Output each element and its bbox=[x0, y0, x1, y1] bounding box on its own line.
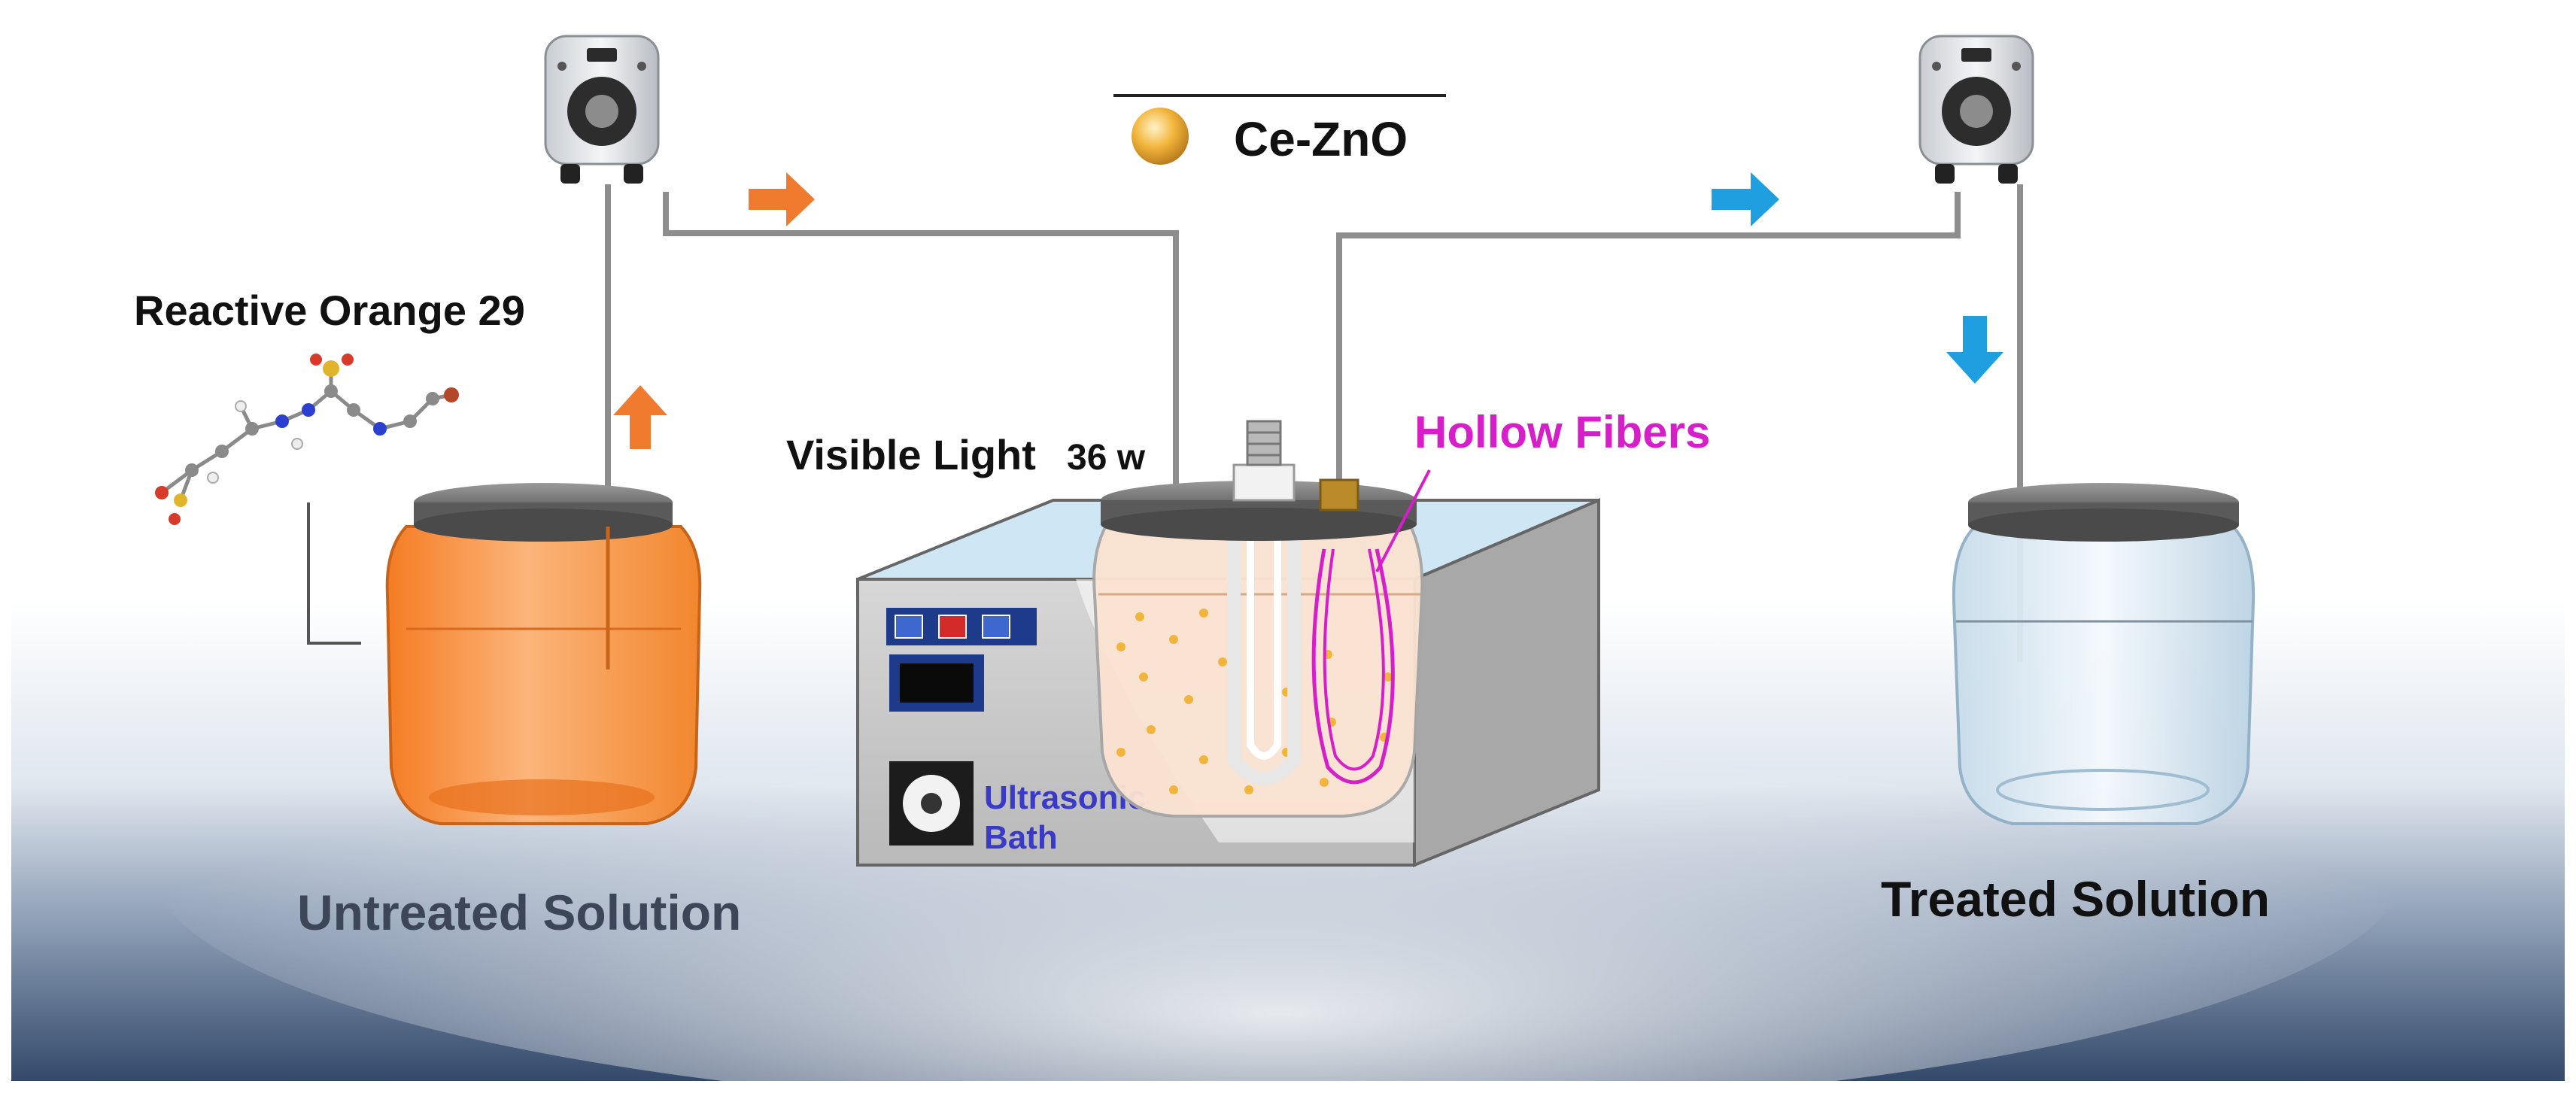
treated-jar bbox=[1952, 483, 2256, 825]
arrow-right-orange-icon bbox=[749, 172, 815, 226]
tube-reactor-to-pump2 bbox=[1336, 192, 1961, 496]
digital-display bbox=[900, 663, 974, 703]
jar-body-clear bbox=[1952, 525, 2256, 825]
uv-lamp-tube bbox=[1227, 527, 1301, 785]
light-label: Visible Light bbox=[786, 431, 1036, 478]
molecule-ball-stick-icon bbox=[155, 354, 459, 525]
arrow-down-blue-icon bbox=[1946, 316, 2003, 384]
panel-button bbox=[895, 615, 923, 639]
flow-arrows bbox=[613, 172, 2003, 449]
pump-right bbox=[1918, 35, 2034, 184]
tube-pump1-to-reactor bbox=[663, 192, 1179, 496]
hollow-fiber-loop bbox=[1311, 548, 1395, 785]
pump-display bbox=[587, 48, 617, 62]
fibers-pointer bbox=[1375, 469, 1431, 572]
power-label: 36 w bbox=[1067, 438, 1146, 478]
legend-label: Ce-ZnO bbox=[1234, 112, 1408, 166]
arrow-up-orange-icon bbox=[613, 385, 667, 449]
arrow-right-blue-icon bbox=[1712, 172, 1779, 226]
reactor-jar bbox=[1092, 420, 1424, 818]
pump-left bbox=[544, 35, 660, 184]
sphere-icon bbox=[1132, 108, 1189, 165]
panel-button bbox=[938, 615, 967, 639]
untreated-jar bbox=[385, 483, 702, 825]
fiber-fitting bbox=[1319, 478, 1359, 512]
panel-button bbox=[982, 615, 1010, 639]
molecule-bracket bbox=[307, 502, 361, 645]
legend: Ce-ZnO bbox=[1113, 94, 1446, 166]
jar-body-orange bbox=[385, 525, 702, 825]
dye-label: Reactive Orange 29 bbox=[134, 287, 525, 334]
bath-label-line2: Bath bbox=[984, 819, 1058, 856]
light-bulb-icon bbox=[1232, 420, 1296, 502]
pump-display bbox=[1961, 48, 1991, 62]
hollow-fiber-loop bbox=[1323, 548, 1385, 771]
treated-label: Treated Solution bbox=[1881, 871, 2270, 927]
tubing bbox=[605, 184, 2023, 662]
untreated-label: Untreated Solution bbox=[297, 885, 741, 940]
fibers-label: Hollow Fibers bbox=[1414, 407, 1710, 457]
control-panel bbox=[886, 608, 1037, 846]
catalyst-particles bbox=[1116, 609, 1393, 794]
